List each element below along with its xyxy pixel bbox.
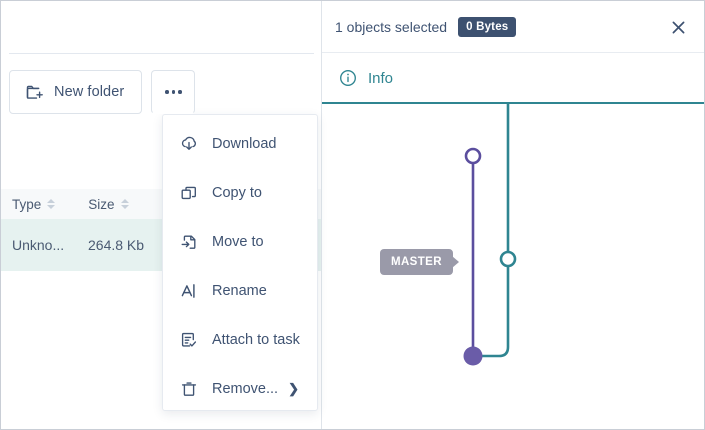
column-header-type-label: Type	[12, 196, 42, 212]
commit-graph: MASTER	[322, 104, 704, 429]
menu-item-remove[interactable]: Remove... ❯	[163, 364, 317, 413]
new-folder-label: New folder	[54, 84, 125, 100]
toolbar-divider	[9, 53, 314, 54]
sort-icon[interactable]	[120, 199, 129, 209]
context-menu: Download Copy to	[162, 114, 318, 411]
copy-icon	[179, 183, 199, 203]
column-header-size-label: Size	[88, 196, 115, 212]
pane-divider	[321, 1, 322, 429]
details-tabs: Info	[322, 54, 704, 104]
cell-size: 264.8 Kb	[88, 237, 145, 253]
feature-branch-line	[482, 104, 510, 358]
commit-node-merge[interactable]	[463, 346, 483, 366]
new-folder-button[interactable]: New folder	[9, 70, 143, 114]
menu-item-download[interactable]: Download	[163, 119, 317, 168]
menu-item-attach-to-task-label: Attach to task	[212, 331, 300, 348]
cell-type: Unkno...	[12, 237, 65, 253]
menu-item-copy-to[interactable]: Copy to	[163, 168, 317, 217]
tab-info-label: Info	[368, 69, 394, 87]
ellipsis-icon	[171, 90, 176, 94]
close-button[interactable]	[664, 13, 692, 41]
menu-item-move-to-label: Move to	[212, 233, 264, 250]
selection-title: 1 objects selected	[335, 18, 448, 35]
commit-node-master-head[interactable]	[464, 147, 482, 165]
info-circle-icon	[338, 68, 358, 88]
menu-item-copy-to-label: Copy to	[212, 184, 262, 201]
ellipsis-icon	[178, 90, 182, 94]
commit-node-feature[interactable]	[499, 250, 517, 268]
column-header-size[interactable]: Size	[88, 196, 129, 212]
menu-item-attach-to-task[interactable]: Attach to task	[163, 315, 317, 364]
more-actions-button[interactable]	[151, 70, 196, 114]
rename-text-icon	[179, 281, 199, 301]
menu-item-rename-label: Rename	[212, 282, 267, 299]
column-header-type[interactable]: Type	[12, 196, 56, 212]
menu-item-remove-label: Remove...	[212, 380, 279, 397]
details-header: 1 objects selected 0 Bytes	[322, 1, 704, 53]
commit-graph-svg	[463, 104, 517, 366]
menu-item-move-to[interactable]: Move to	[163, 217, 317, 266]
details-pane: 1 objects selected 0 Bytes Info	[322, 1, 704, 429]
trash-icon	[179, 379, 199, 399]
download-cloud-icon	[179, 134, 199, 154]
ellipsis-icon	[165, 90, 169, 94]
sort-icon[interactable]	[47, 199, 56, 209]
menu-item-download-label: Download	[212, 135, 277, 152]
new-folder-icon	[25, 82, 45, 102]
menu-item-rename[interactable]: Rename	[163, 266, 317, 315]
branch-tag-master[interactable]: MASTER	[380, 249, 459, 275]
status-badge: 0 Bytes	[458, 16, 517, 37]
file-toolbar: New folder	[9, 70, 196, 114]
attach-task-icon	[179, 330, 199, 350]
move-file-icon	[179, 232, 199, 252]
tab-info[interactable]: Info	[338, 68, 393, 88]
file-browser-pane: New folder Type Size	[1, 1, 321, 429]
chevron-right-icon: ❯	[288, 380, 299, 396]
